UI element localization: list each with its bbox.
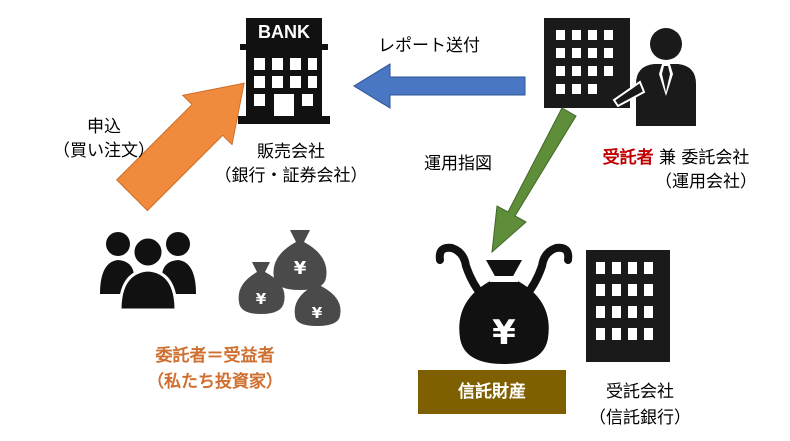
trustor-label-red: 受託者 bbox=[602, 148, 654, 168]
bank-icon: BANK bbox=[238, 18, 330, 124]
seller-label-line1: 販売会社 bbox=[257, 142, 325, 162]
apply-label-line1: 申込 bbox=[87, 117, 121, 137]
bank-sign-text: BANK bbox=[258, 22, 310, 42]
beneficiary-label-line2: （私たち投資家） bbox=[147, 372, 283, 392]
trustee-label-line1: 受託会社 bbox=[606, 382, 674, 402]
investors-icon bbox=[100, 232, 196, 312]
trust-money-bag-icon: ¥ bbox=[435, 243, 573, 364]
yen-sign-1: ¥ bbox=[294, 258, 307, 279]
trustor-label-rest: 兼 委託会社 bbox=[653, 148, 750, 168]
instruction-arrow-shape bbox=[491, 107, 577, 254]
trust-property-box bbox=[418, 370, 566, 414]
yen-sign-3: ¥ bbox=[312, 304, 323, 322]
yen-sign-2: ¥ bbox=[256, 290, 267, 308]
report-arrow-shape bbox=[353, 63, 526, 109]
trust-property-label: 信託財産 bbox=[458, 382, 526, 402]
instruction-label: 運用指図 bbox=[424, 154, 492, 174]
asset-manager-icon bbox=[544, 18, 696, 126]
apply-arrow-shape bbox=[116, 82, 245, 212]
trust-bank-building-icon bbox=[586, 250, 670, 362]
report-label: レポート送付 bbox=[378, 36, 480, 56]
money-bags-icon: ¥ ¥ ¥ bbox=[238, 230, 341, 326]
trustor-label-line2: （運用会社） bbox=[655, 172, 757, 192]
instruction-arrow bbox=[491, 107, 577, 254]
yen-sign-large: ¥ bbox=[492, 313, 516, 353]
report-arrow bbox=[353, 63, 526, 109]
trustee-label-line2: （信託銀行） bbox=[589, 408, 691, 428]
seller-label-line2: （銀行・証券会社） bbox=[214, 166, 368, 186]
beneficiary-label-line1: 委託者＝受益者 bbox=[155, 346, 275, 366]
apply-label-line2: （買い注文） bbox=[53, 141, 155, 161]
apply-arrow bbox=[116, 82, 245, 212]
trustor-label-line1: 受託者 兼 委託会社 bbox=[576, 146, 776, 170]
